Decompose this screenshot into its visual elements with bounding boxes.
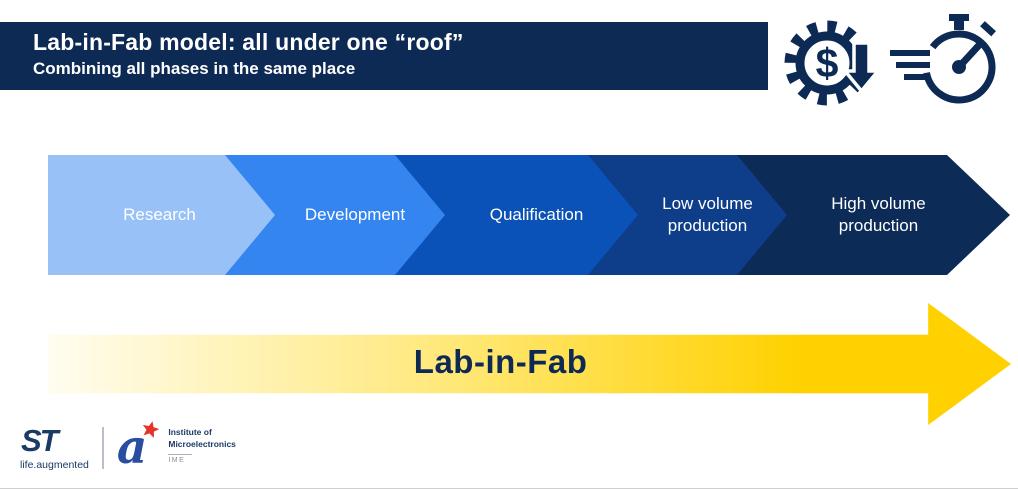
st-tagline: life.augmented [20,459,89,471]
st-microelectronics-logo: ST life.augmented [20,424,89,471]
astar-logo: a [116,419,160,475]
stage-label: Qualification [489,204,584,224]
title-bar: Lab-in-Fab model: all under one “roof” C… [0,22,768,90]
stage-label: Development [304,204,406,224]
slide-title: Lab-in-Fab model: all under one “roof” [33,29,464,55]
process-flow-chevrons: Research Development Qualification Low v… [0,155,1018,275]
stage-label: Low volume production [662,193,753,235]
process-stage-research: Research [48,155,275,275]
stage-label: High volume production [831,193,926,235]
institute-line2: Microelectronics [168,438,236,449]
lab-in-fab-arrow: Lab-in-Fab [48,303,1011,425]
down-arrow-glyph [841,41,882,94]
cost-reduction-gear-dollar-icon: $ [783,14,885,115]
st-logo-letters: ST [21,424,62,458]
st-logo-icon: ST [21,424,64,458]
speed-stopwatch-icon [888,12,1000,113]
lab-in-fab-label: Lab-in-Fab [413,343,588,380]
dollar-symbol: $ [816,40,839,86]
institute-abbr: IME [168,454,193,464]
stage-label: Research [123,204,196,224]
slide-subtitle: Combining all phases in the same place [33,58,356,78]
institute-line1: Institute of [168,426,212,437]
footer-logos: ST life.augmented a Institute of Microel… [20,419,236,475]
astar-a-letter: a [116,419,148,475]
institute-of-microelectronics-text: Institute of Microelectronics IME [168,426,236,464]
logo-divider [101,426,104,469]
astar-star-icon [142,421,160,443]
